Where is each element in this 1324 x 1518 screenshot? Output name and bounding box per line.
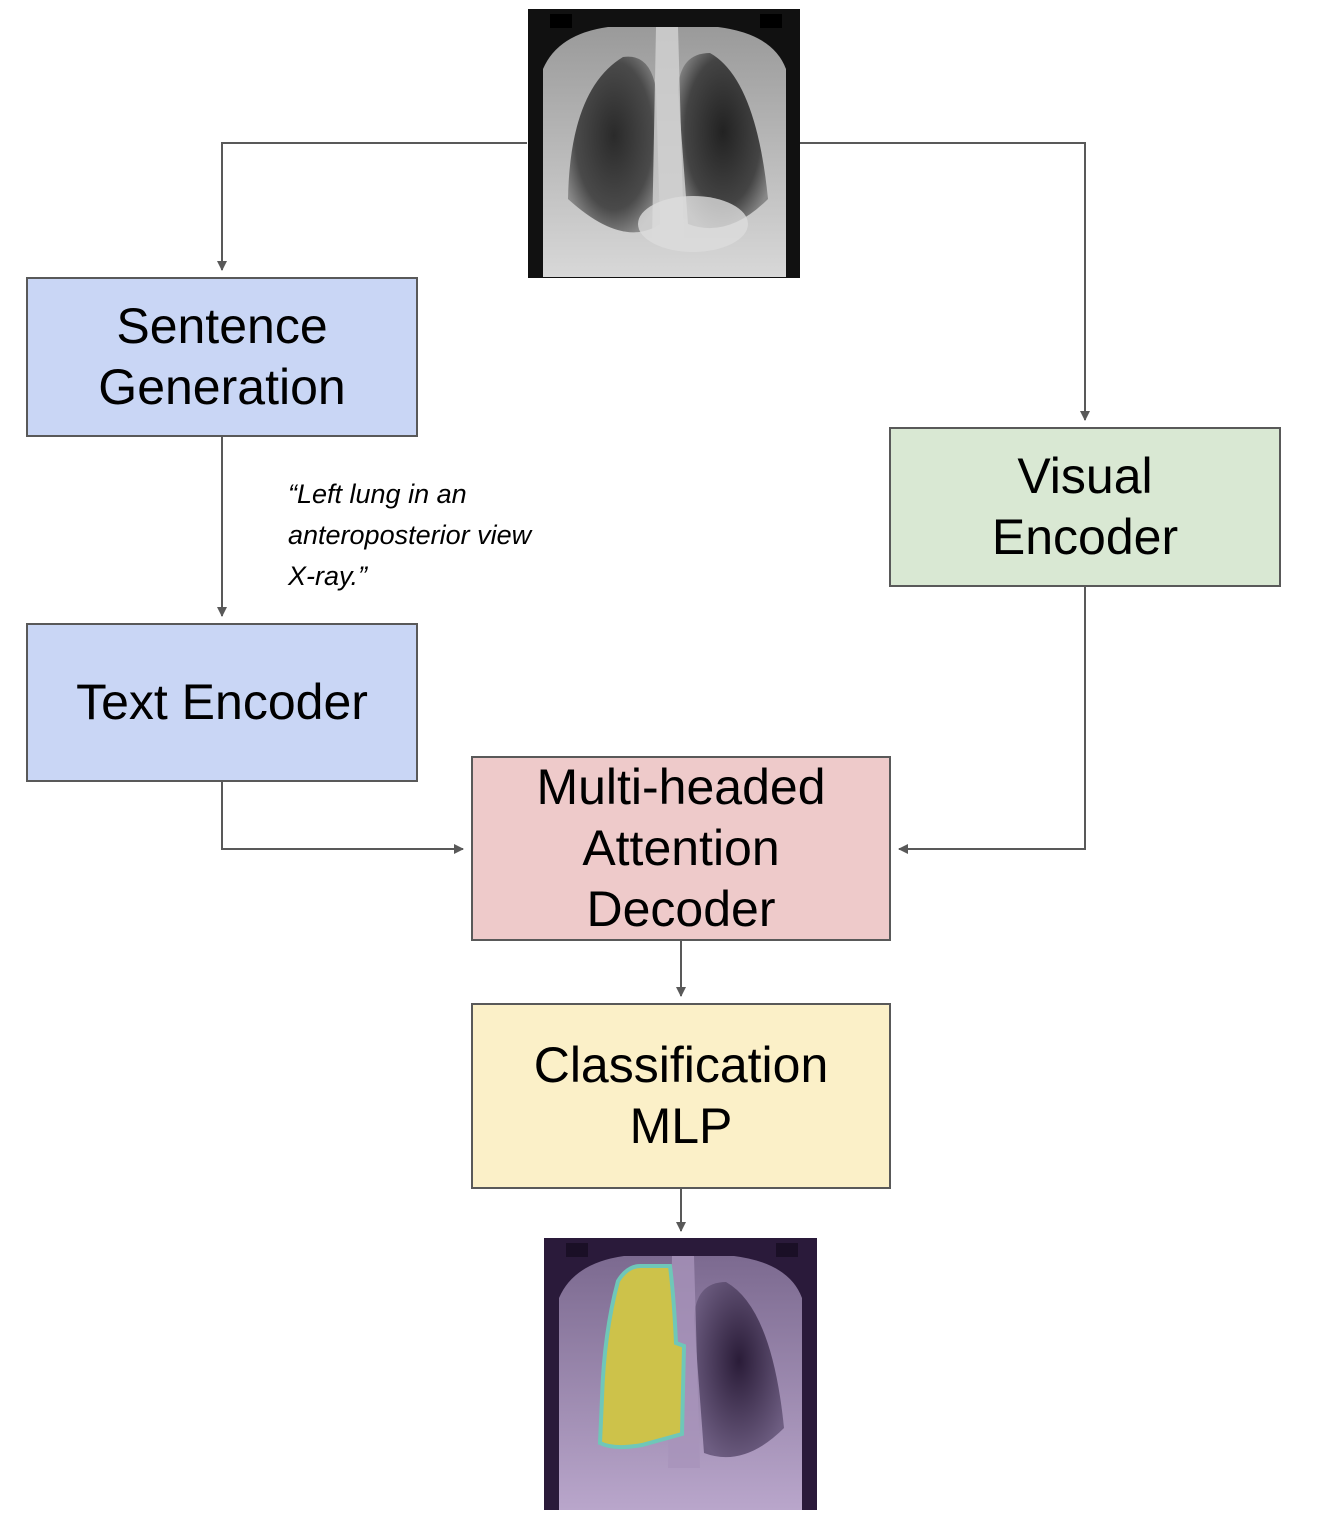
visual-encoder-label: Visual Encoder <box>991 448 1179 565</box>
edge-xray-to-sentence-generation <box>217 142 527 271</box>
example-sentence: “Left lung in an anteroposterior view X-… <box>288 479 532 591</box>
sentence-generation-box: Sentence Generation <box>26 277 418 437</box>
attention-decoder-box: Multi-headed Attention Decoder <box>471 756 891 941</box>
sentence-generation-label: Sentence Generation <box>98 298 346 415</box>
text-encoder-box: Text Encoder <box>26 623 418 782</box>
classification-mlp-label: Classification MLP <box>533 1037 829 1154</box>
left-lung-highlight <box>597 1263 687 1450</box>
classification-mlp-box: Classification MLP <box>471 1003 891 1189</box>
edge-xray-to-visual-encoder <box>800 142 1090 421</box>
text-encoder-label: Text Encoder <box>76 674 368 730</box>
attention-decoder-label: Multi-headed Attention Decoder <box>536 759 826 937</box>
chest-xray-image <box>528 9 800 278</box>
edge-visual-encoder-to-attention-decoder <box>898 587 1086 854</box>
segmented-chest-xray-image <box>544 1238 817 1510</box>
edge-text-encoder-to-attention-decoder <box>221 782 464 854</box>
visual-encoder-box: Visual Encoder <box>889 427 1281 587</box>
